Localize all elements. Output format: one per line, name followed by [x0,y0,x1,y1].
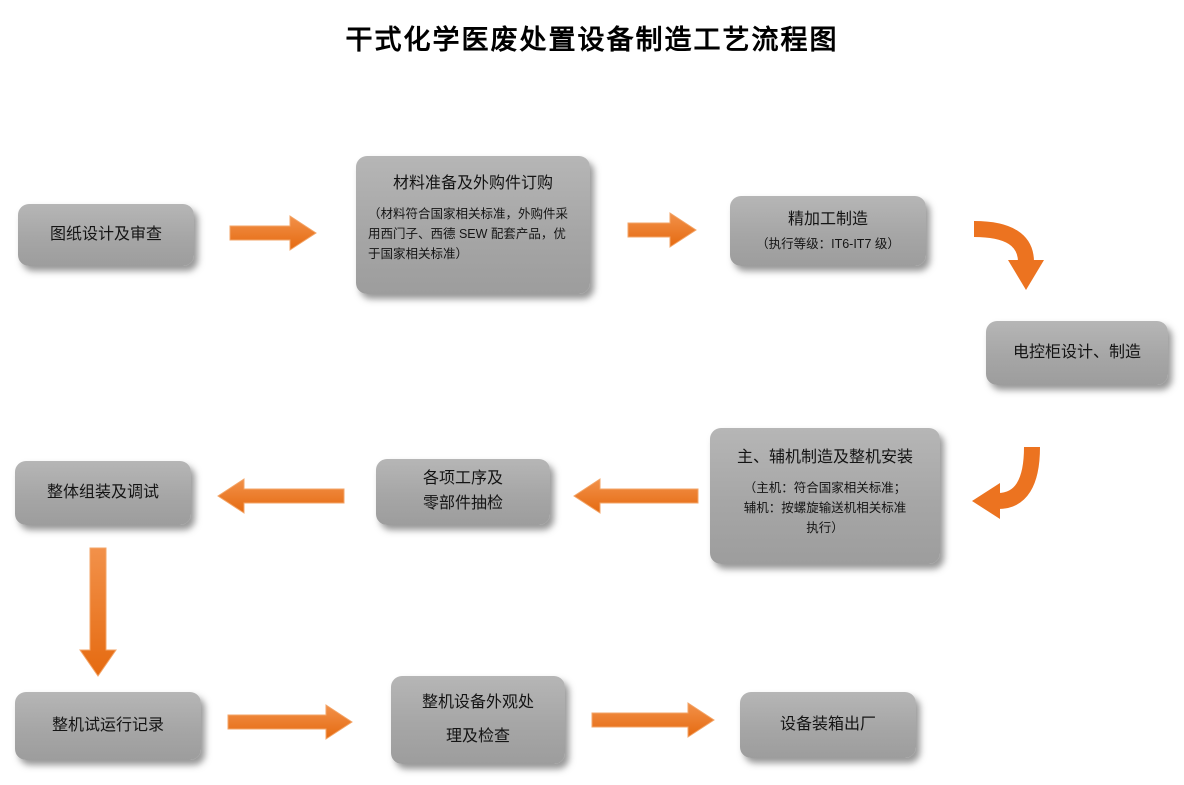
node-overall-assembly-debug: 整体组装及调试 [15,461,191,525]
node-material-preparation: 材料准备及外购件订购 （材料符合国家相关标准，外购件采用西门子、西德 SEW 配… [356,156,590,294]
arrow-machining-to-cabinet [973,221,1034,263]
node-label: 整机试运行记录 [51,716,164,734]
node-appearance-inspection: 整机设备外观处 理及检查 [391,676,565,764]
node-label: 图纸设计及审查 [49,225,162,243]
arrow-assembly-to-testrun [79,547,117,677]
node-main-aux-manufacturing: 主、辅机制造及整机安装 （主机：符合国家相关标准； 辅机：按螺旋输送机相关标准 … [710,428,940,564]
node-note: （主机：符合国家相关标准； 辅机：按螺旋输送机相关标准 执行） [743,480,907,535]
arrow-testrun-to-appearance [227,704,353,740]
arrow-sampling-to-assembly [217,478,345,514]
node-label: 各项工序及 零部件抽检 [422,470,503,512]
arrow-cabinet-to-mainaux [997,446,1040,509]
node-note: （材料符合国家相关标准，外购件采用西门子、西德 SEW 配套产品，优于国家相关标… [368,206,569,261]
arrow-cabinet-to-mainaux-head [972,483,1000,519]
node-precision-machining: 精加工制造 （执行等级：IT6-IT7 级） [730,196,926,266]
node-label: 主、辅机制造及整机安装 [736,449,913,466]
node-label: 电控柜设计、制造 [1012,343,1141,361]
node-label: 材料准备及外购件订购 [392,175,553,192]
arrow-material-to-machining [627,212,697,248]
node-test-run-record: 整机试运行记录 [15,692,201,760]
page-title: 干式化学医废处置设备制造工艺流程图 [345,25,839,55]
node-packing-shipping: 设备装箱出厂 [740,692,916,758]
node-process-sampling-inspection: 各项工序及 零部件抽检 [376,459,550,525]
arrow-mainaux-to-sampling [573,478,699,514]
node-note: （执行等级：IT6-IT7 级） [756,237,900,252]
node-label: 整体组装及调试 [46,483,159,501]
node-label: 设备装箱出厂 [779,715,876,733]
node-drawing-design-review: 图纸设计及审查 [18,204,194,266]
node-label: 整机设备外观处 理及检查 [421,694,534,745]
arrow-design-to-material [229,215,317,251]
node-control-cabinet: 电控柜设计、制造 [986,321,1168,385]
node-label: 精加工制造 [787,210,868,228]
arrow-appearance-to-shipping [591,702,715,738]
arrow-machining-to-cabinet-head [1008,260,1044,290]
